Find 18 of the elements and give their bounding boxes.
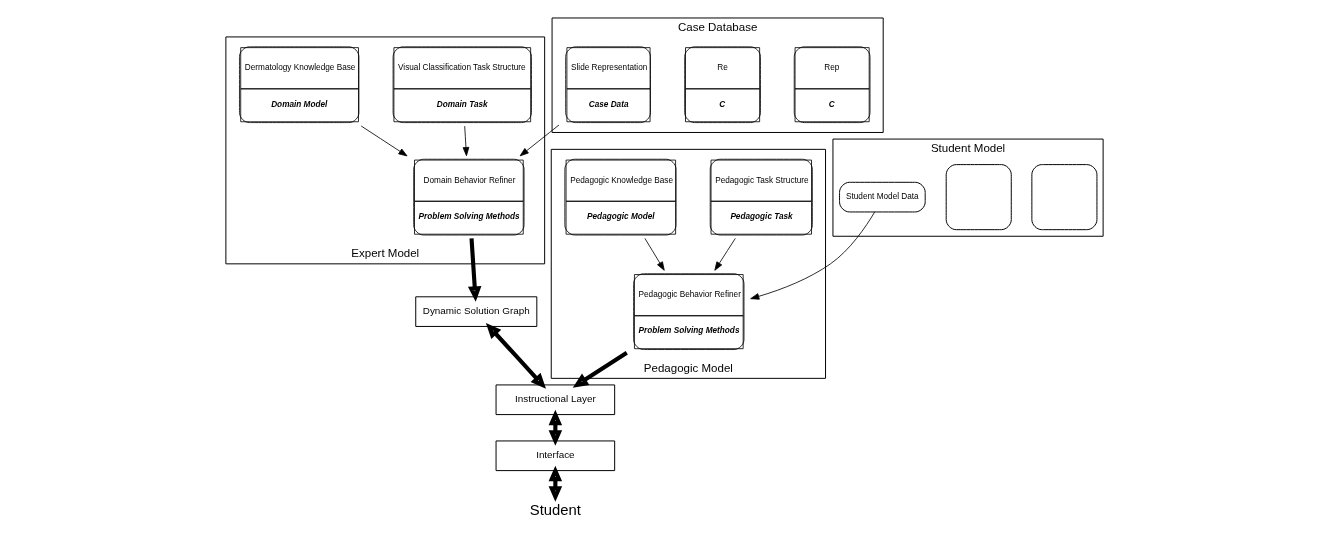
arrow — [644, 237, 665, 271]
arrow — [548, 465, 562, 502]
arrow — [519, 124, 559, 157]
node-box — [1030, 164, 1097, 231]
arrow — [572, 350, 628, 388]
node-box: Interface — [495, 440, 615, 472]
node-box: Dynamic Solution Graph — [414, 296, 537, 327]
node-box: Student Model Data — [838, 181, 926, 213]
node-text: Student — [529, 502, 581, 519]
arrow — [462, 125, 469, 157]
node-box: Instructional Layer — [495, 384, 615, 416]
arrow — [485, 322, 546, 389]
arrow — [360, 125, 407, 157]
arrow — [713, 237, 736, 271]
arrow — [548, 409, 562, 446]
arrow — [749, 211, 875, 300]
node-box — [945, 164, 1012, 231]
arrow — [467, 238, 481, 302]
